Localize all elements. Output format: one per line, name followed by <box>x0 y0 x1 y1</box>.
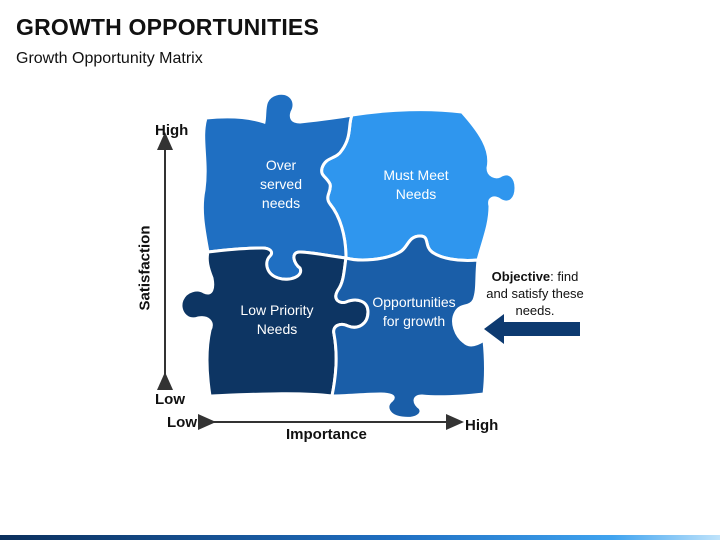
x-axis-title: Importance <box>286 426 367 443</box>
must-meet-needs-label: Must Meet Needs <box>383 167 449 202</box>
footer-accent-bar <box>0 535 720 540</box>
x-axis-low-label: Low <box>167 414 197 431</box>
objective-text: : find and satisfy these needs. <box>486 269 584 318</box>
page-title: GROWTH OPPORTUNITIES <box>16 14 319 40</box>
over-served-needs-label: Over served needs <box>259 157 303 211</box>
y-axis-low-label: Low <box>155 391 185 408</box>
opportunities-for-growth-piece <box>330 234 487 420</box>
objective-arrow <box>484 314 580 344</box>
objective-heading: Objective <box>491 269 551 284</box>
y-axis-title: Satisfaction <box>136 225 154 311</box>
objective-note: Objective: find and satisfy these needs. <box>484 268 586 319</box>
x-axis-high-label: High <box>465 417 499 434</box>
low-priority-needs-label: Low Priority Needs <box>240 302 314 337</box>
page-subtitle: Growth Opportunity Matrix <box>16 50 203 67</box>
opportunities-for-growth-label: Opportunities for growth <box>372 294 456 329</box>
y-axis-high-label: High <box>155 122 189 139</box>
